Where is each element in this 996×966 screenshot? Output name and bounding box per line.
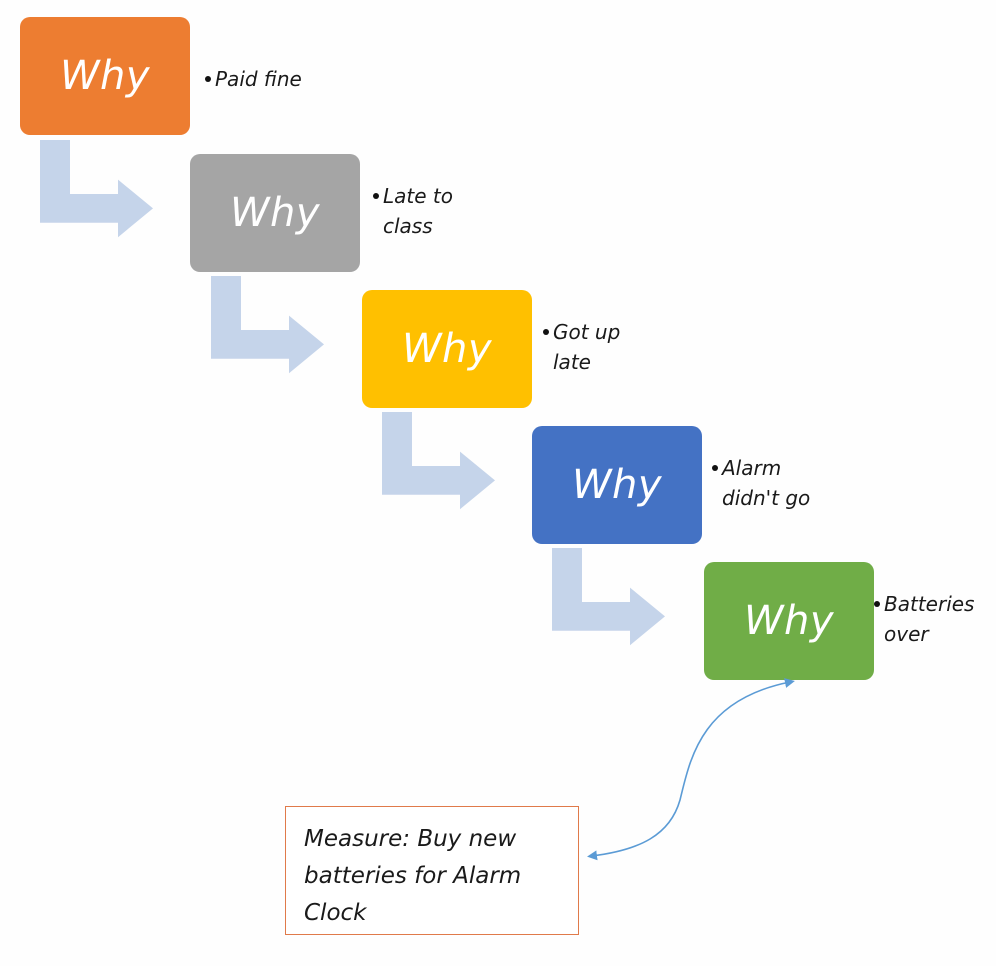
reason-5: Batteries over xyxy=(874,589,989,649)
why-label-5: Why xyxy=(743,598,835,644)
why-box-4: Why xyxy=(532,426,702,544)
reason-3-text: Got up late xyxy=(553,320,621,374)
why-label-4: Why xyxy=(571,462,663,508)
why-box-3: Why xyxy=(362,290,532,408)
reason-4-text: Alarm didn't go xyxy=(722,456,811,510)
bent-arrow-4 xyxy=(552,548,665,646)
why-box-1: Why xyxy=(20,17,190,135)
reason-1: Paid fine xyxy=(205,64,355,94)
bullet-icon xyxy=(205,76,211,82)
measure-text: Measure: Buy new batteries for Alarm Clo… xyxy=(304,826,522,926)
reason-3: Got up late xyxy=(543,317,653,377)
reason-2-text: Late to class xyxy=(383,184,453,238)
bent-arrow-1 xyxy=(40,140,153,238)
bullet-icon xyxy=(373,193,379,199)
reason-1-text: Paid fine xyxy=(215,67,302,91)
why-label-2: Why xyxy=(229,190,321,236)
reason-5-text: Batteries over xyxy=(884,592,975,646)
bent-arrow-3 xyxy=(382,412,495,510)
measure-box: Measure: Buy new batteries for Alarm Clo… xyxy=(285,806,579,935)
bent-arrow-2 xyxy=(211,276,324,374)
why-box-5: Why xyxy=(704,562,874,680)
reason-4: Alarm didn't go xyxy=(712,453,832,513)
why-box-2: Why xyxy=(190,154,360,272)
why-label-3: Why xyxy=(401,326,493,372)
reason-2: Late to class xyxy=(373,181,483,241)
bullet-icon xyxy=(712,465,718,471)
bullet-icon xyxy=(543,329,549,335)
why-label-1: Why xyxy=(59,53,151,99)
bullet-icon xyxy=(874,601,880,607)
